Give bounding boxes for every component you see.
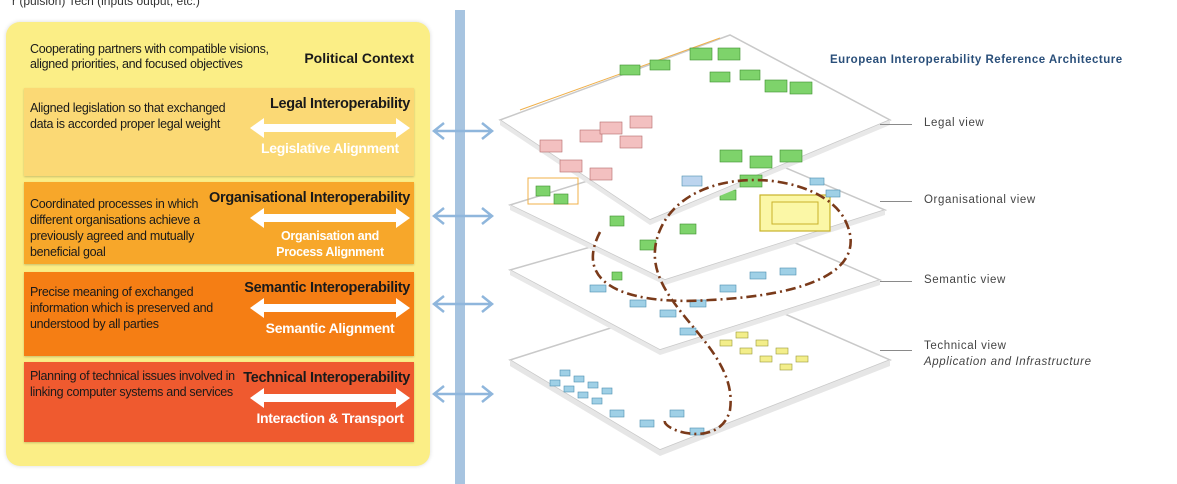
technical-view-pointer <box>880 350 912 351</box>
semantic-description: Precise meaning of exchanged information… <box>30 285 213 331</box>
organisational-description: Coordinated processes in which different… <box>30 197 200 259</box>
technical-description: Planning of technical issues involved in… <box>30 369 235 399</box>
semantic-alignment-label: Semantic Alignment <box>265 320 395 336</box>
semantic-interoperability-layer: Precise meaning of exchanged information… <box>24 272 414 356</box>
semantic-view-pointer <box>880 281 912 282</box>
legal-alignment-label: Legislative Alignment <box>261 140 399 156</box>
political-context-description: Cooperating partners with compatible vis… <box>30 42 269 71</box>
semantic-double-arrow <box>250 298 410 318</box>
technical-interoperability-layer: Planning of technical issues involved in… <box>24 362 414 442</box>
legal-interoperability-layer: Aligned legislation so that exchanged da… <box>24 88 414 176</box>
semantic-link-arrow <box>432 295 494 313</box>
organisational-link-arrow <box>432 207 494 225</box>
technical-title: Technical Interoperability <box>243 370 410 386</box>
semantic-title: Semantic Interoperability <box>244 280 410 296</box>
technical-link-arrow <box>432 385 494 403</box>
technical-alignment-label: Interaction & Transport <box>256 410 404 426</box>
legal-view-pointer <box>880 124 912 125</box>
legal-view-label: Legal view <box>924 117 985 129</box>
technical-double-arrow <box>250 388 410 408</box>
technical-view-label: Technical view <box>924 340 1007 352</box>
organisational-double-arrow <box>250 208 410 228</box>
cropped-top-text: r (pulsion) Tech (inputs output, etc.) <box>12 0 200 8</box>
organisational-plane <box>507 139 888 285</box>
separator-bar <box>455 10 465 484</box>
political-context-title: Political Context <box>304 50 414 66</box>
architecture-title: European Interoperability Reference Arch… <box>830 54 1123 66</box>
organisational-view-pointer <box>880 201 912 202</box>
technical-plane <box>508 289 892 456</box>
legal-title: Legal Interoperability <box>269 96 410 112</box>
technical-view-sublabel: Application and Infrastructure <box>924 356 1092 368</box>
semantic-view-label: Semantic view <box>924 274 1006 286</box>
architecture-layers-illustration <box>498 34 892 456</box>
legal-plane <box>498 34 892 225</box>
legal-link-arrow <box>432 122 494 140</box>
organisational-title: Organisational Interoperability <box>209 190 410 206</box>
organisational-alignment-label: Organisation and Process Alignment <box>276 229 384 259</box>
legal-description: Aligned legislation so that exchanged da… <box>30 101 226 131</box>
legal-double-arrow <box>250 118 410 138</box>
organisational-interoperability-layer: Coordinated processes in which different… <box>24 182 414 264</box>
process-path <box>591 178 852 436</box>
organisational-view-label: Organisational view <box>924 194 1036 206</box>
